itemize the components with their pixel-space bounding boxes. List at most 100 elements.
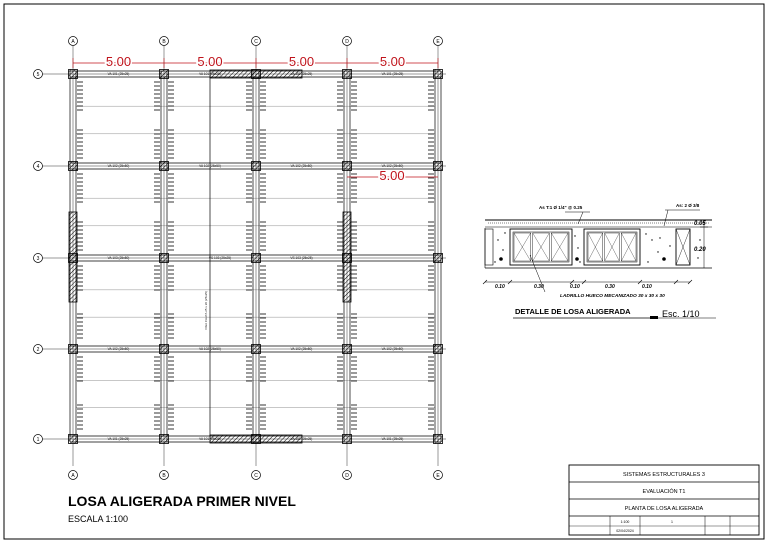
concrete-speckle [494,232,701,263]
brick-group-1 [509,228,573,266]
vertical-beam-label: VIGA CHATA 25 x 20 (25x25) [204,291,208,330]
bottom-dim-2: 0.10 [570,284,580,290]
column [159,344,169,354]
column [433,434,443,444]
column [433,253,443,263]
grid-bubble-A [68,470,78,480]
top-rebar-note: As T:1 Ø 1/4" @ 0.25 [539,205,583,210]
column [159,161,169,171]
grid-bubble-3 [33,253,43,263]
wall-left [68,211,78,303]
speckle [497,239,499,241]
title-block: SISTEMAS ESTRUCTURALES 3 EVALUACIÓN T1 P… [568,464,760,536]
grid-bubble-label: 1 [37,437,40,443]
grid-bubble-label: 3 [37,256,40,262]
tb-small2: 02/04/2024 [616,529,634,533]
speckle [577,247,579,249]
rebar-circle [575,257,579,261]
grid-bubble-label: D [345,39,349,45]
rebar-ticks [77,81,434,430]
grid-axes [42,46,446,466]
wall-right [342,211,352,303]
column [159,253,169,263]
brick-1-cells [513,232,569,262]
beam-label: VA 101 (25x25) [382,72,404,76]
brick-group-2 [583,228,641,266]
grid-bubble-E [433,470,443,480]
brick-diagonal [551,232,569,262]
wall-bottom [209,434,303,444]
brick-2-cells [587,232,637,262]
grid-bubble-5 [33,69,43,79]
grid-bubble-label: E [436,473,440,479]
bottom-dim-4: 0.10 [642,284,652,290]
slab-detail: As T:1 Ø 1/4" @ 0.25 As: 2 Ø 3/8 0.05 0.… [482,203,716,319]
brick-cell [587,232,603,262]
grid-bubble-A [68,36,78,46]
brick-diagonal [513,232,531,262]
beam-label: VA 101 (25x25) [291,437,313,441]
plan-scale: ESCALA 1:100 [68,514,128,524]
beam-label: VA 103 (25x50) [108,256,130,260]
span-label: 5.00 [106,54,131,69]
grid-bubble-label: D [345,473,349,479]
speckle [494,261,496,263]
speckle [659,237,661,239]
rebar-circle [499,257,503,261]
speckle [699,239,701,241]
column [433,344,443,354]
brick-cell [513,232,531,262]
column [68,69,78,79]
detail-scale: Esc. 1/10 [662,309,700,319]
speckle [669,245,671,247]
grid-bubble-label: C [254,473,258,479]
sheet-border [3,3,765,540]
grid-bubble-D [342,470,352,480]
tb-small1: 1:100 [621,520,630,524]
column [68,434,78,444]
dim-tick [687,279,693,285]
beam-labels: VA 101 (25x25) VA 101 (25x25) VA 101 (25x2… [108,72,404,441]
column [342,69,352,79]
brick-group-3 [675,228,691,266]
column [68,344,78,354]
grid-bubble-label: C [254,39,258,45]
rebar-circle [662,257,666,261]
span-label: 5.00 [197,54,222,69]
grid-bubble-label: A [71,473,75,479]
column [342,161,352,171]
beam-label: VA 102 (25x50) [291,347,313,351]
grid-bubble-1 [33,434,43,444]
grid-bubble-C [251,470,261,480]
bottom-dimension-ticks [482,279,693,285]
span-label: 5.00 [289,54,314,69]
brick-cell [621,232,637,262]
grid-bubble-B [159,470,169,480]
speckle [502,249,504,251]
column [159,69,169,79]
dim-tick [673,279,679,285]
grid-bubble-2 [33,344,43,354]
beam-label: VA 102 (25x50) [108,347,130,351]
tb-small3: 1 [671,520,673,524]
dim-tick [507,279,513,285]
span-label-right: 5.00 [379,168,404,183]
dim-tick [581,279,587,285]
column [251,161,261,171]
grid-bubble-E [433,36,443,46]
tb-sheet: PLANTA DE LOSA ALIGERADA [625,506,704,512]
speckle [504,232,506,234]
wall-top [209,69,303,79]
dim-tick [637,279,643,285]
beam-label: VA 102 (25x50) [199,347,221,351]
column [68,161,78,171]
beam-label: VA 101 (25x25) [199,72,221,76]
brick-diagonal [587,232,603,262]
grid-bubble-label: B [162,39,166,45]
bottom-dim-0: 0.10 [495,284,505,290]
speckle [697,257,699,259]
speckle [574,235,576,237]
beam-label: VA 101 (25x25) [108,72,130,76]
